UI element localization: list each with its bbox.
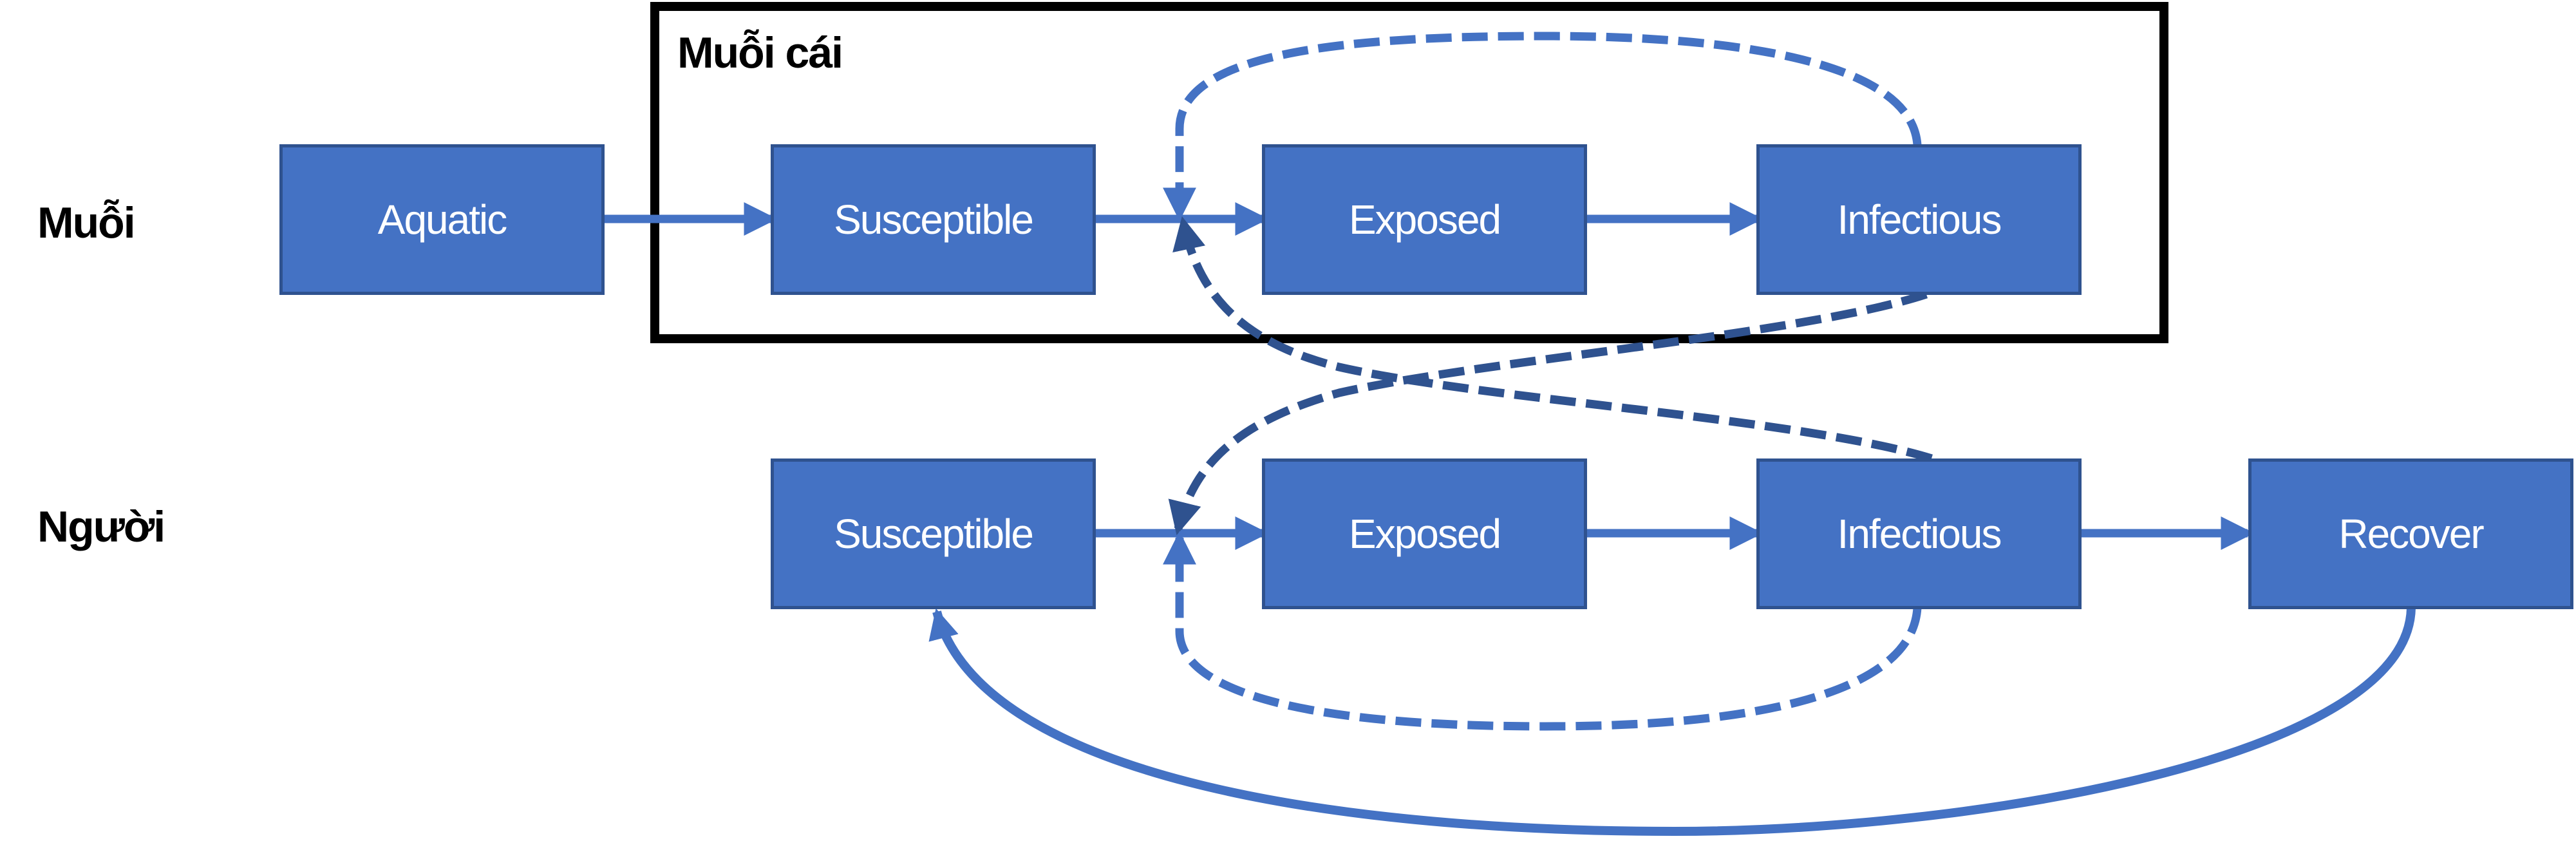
dashed-arrow-mosq-infectious-to-human-infection: [1168, 290, 1928, 536]
node-mosquito-infectious[interactable]: Infectious: [1756, 144, 2082, 295]
node-mosquito-exposed[interactable]: Exposed: [1262, 144, 1587, 295]
node-label: Infectious: [1837, 511, 2002, 557]
node-human-infectious[interactable]: Infectious: [1756, 458, 2082, 609]
female-mosquito-group-label: Muỗi cái: [677, 28, 843, 77]
row-label-mosquito: Muỗi: [37, 198, 136, 247]
node-label: Susceptible: [834, 511, 1034, 557]
node-label: Exposed: [1348, 511, 1501, 557]
node-label: Infectious: [1837, 196, 2002, 243]
node-label: Susceptible: [834, 196, 1034, 243]
arrow-recover-to-human-susceptible: [928, 607, 2416, 836]
node-label: Recover: [2338, 511, 2484, 557]
node-label: Exposed: [1348, 196, 1501, 243]
node-label: Aquatic: [377, 196, 507, 243]
dashed-arrow-mosq-infectious-to-mosq-infection: [1163, 32, 1922, 222]
female-mosquito-group-frame: [650, 2, 2168, 343]
row-label-human: Người: [37, 502, 165, 551]
node-human-recover[interactable]: Recover: [2248, 458, 2573, 609]
dashed-arrow-human-infectious-to-human-infection: [1163, 531, 1922, 731]
node-human-exposed[interactable]: Exposed: [1262, 458, 1587, 609]
node-mosquito-aquatic[interactable]: Aquatic: [279, 144, 605, 295]
node-mosquito-susceptible[interactable]: Susceptible: [771, 144, 1096, 295]
node-human-susceptible[interactable]: Susceptible: [771, 458, 1096, 609]
